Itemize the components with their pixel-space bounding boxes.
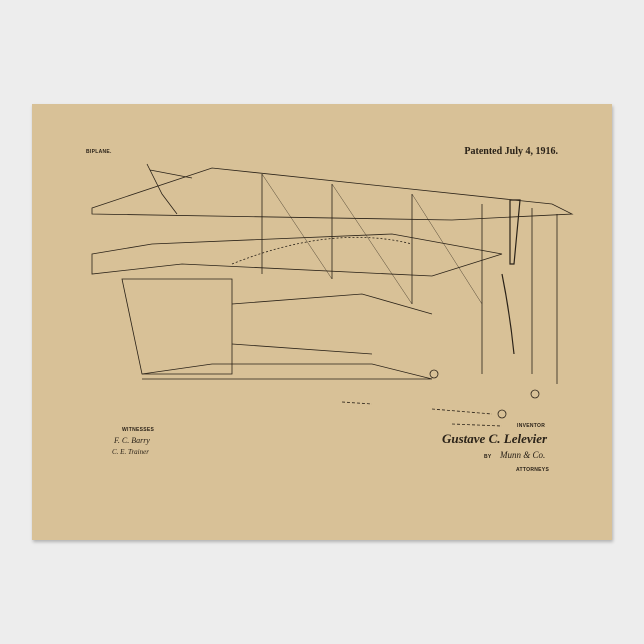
witness-signature-2: C. E. Trainer	[112, 449, 149, 457]
wheel	[531, 390, 539, 398]
witnesses-label: WITNESSES	[122, 428, 154, 434]
lower-wing	[92, 234, 502, 276]
attorney-signature: Munn & Co.	[500, 451, 545, 461]
wheel	[498, 410, 506, 418]
attorneys-label: ATTORNEYS	[516, 468, 549, 474]
propeller	[502, 200, 520, 354]
struts	[262, 174, 557, 384]
by-label: BY	[484, 455, 492, 461]
nose-assembly	[147, 164, 192, 214]
inventor-signature: Gustave C. Lelevier	[442, 432, 547, 446]
inventor-label: INVENTOR	[517, 424, 545, 430]
witness-signature-1: F. C. Barry	[114, 437, 150, 446]
tail-box	[122, 279, 232, 374]
patent-poster: BIPLANE. Patented July 4, 1916. WITNESSE…	[32, 104, 612, 540]
bracing-wires	[262, 174, 482, 304]
ground-marks	[342, 402, 502, 426]
biplane-drawing	[32, 104, 612, 540]
fuselage-floor	[142, 364, 432, 379]
fuselage-lines	[232, 294, 432, 354]
wheel	[430, 370, 438, 378]
wing-rib	[232, 237, 412, 264]
